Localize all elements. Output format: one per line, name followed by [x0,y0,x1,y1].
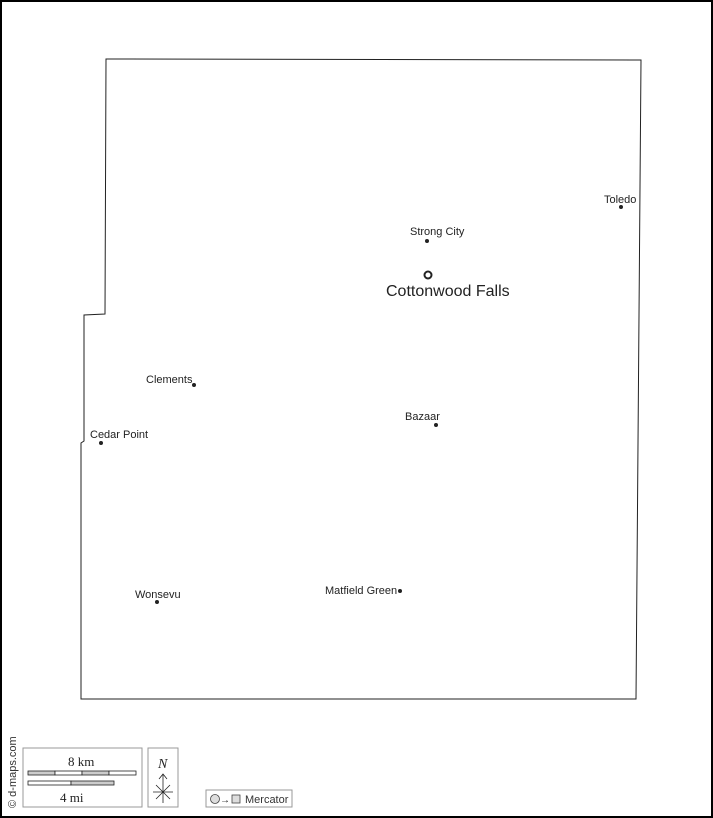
north-arrow-icon: N [147,747,179,808]
town-dot-strong-city [425,239,429,243]
town-label-strong-city: Strong City [410,226,465,238]
projection-legend: → Mercator [205,789,293,808]
town-label-matfield-green: Matfield Green [325,585,397,597]
town-label-wonsevu: Wonsevu [135,589,181,601]
town-dot-wonsevu [155,600,159,604]
town-label-cottonwood-falls: Cottonwood Falls [386,283,510,300]
flat-map-icon [231,794,241,804]
globe-icon [210,794,220,804]
town-dot-toledo [619,205,623,209]
scale-bar: 8 km 4 mi [22,747,143,808]
copyright: © d-maps.com [7,736,19,808]
town-label-clements: Clements [146,374,193,386]
scale-km-label: 8 km [68,754,94,769]
county-seat-marker [423,270,433,280]
town-dot-cedar-point [99,441,103,445]
svg-text:→: → [220,795,230,806]
town-dot-bazaar [434,423,438,427]
town-dot-matfield-green [398,589,402,593]
north-label: N [157,757,168,772]
town-label-bazaar: Bazaar [405,411,440,423]
county-boundary [80,58,642,700]
projection-label: Mercator [245,794,289,806]
town-dot-clements [192,383,196,387]
scale-mi-label: 4 mi [60,790,84,805]
town-label-cedar-point: Cedar Point [90,429,148,441]
town-label-toledo: Toledo [604,194,636,206]
